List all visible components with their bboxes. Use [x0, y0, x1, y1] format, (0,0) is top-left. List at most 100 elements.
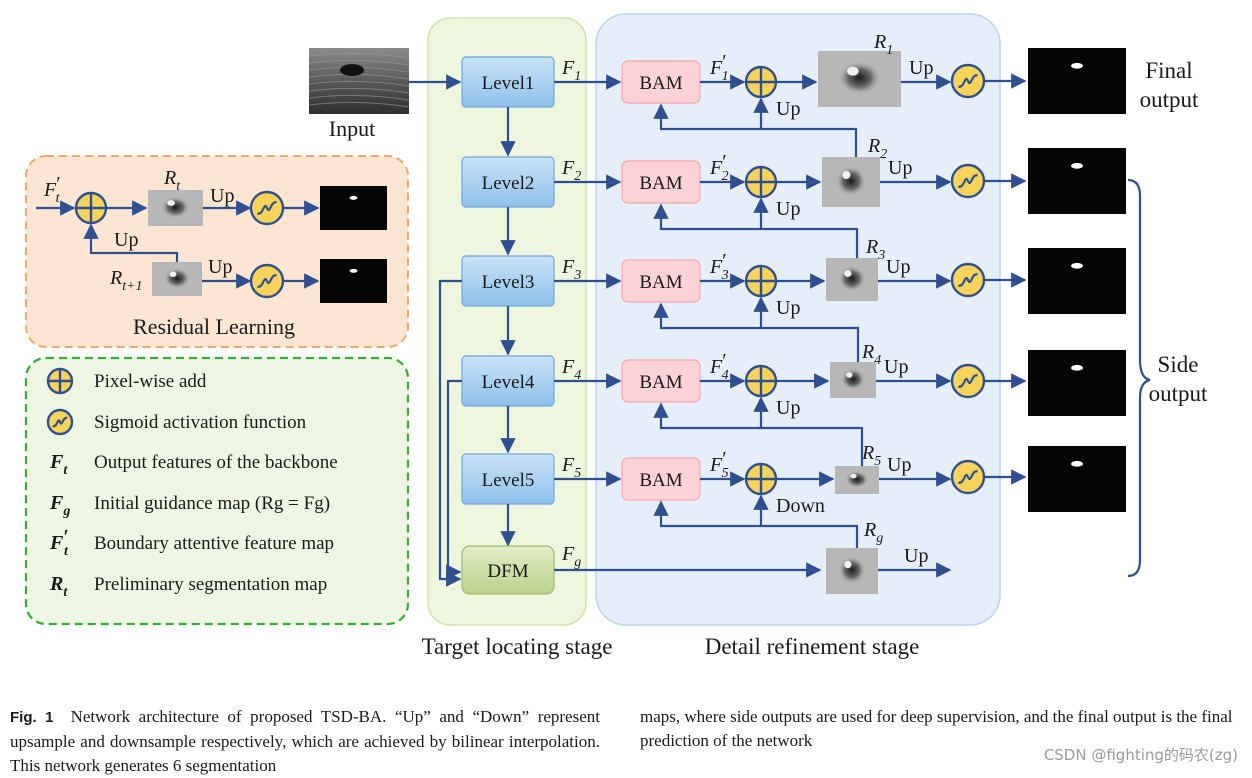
legend-symbol: Rt: [49, 573, 68, 600]
highlight: [846, 372, 853, 378]
side-output-label: Side: [1158, 352, 1199, 377]
feature-fprime2: F′2: [709, 151, 729, 184]
arrow-loop-bam: [653, 500, 859, 548]
watermark: CSDN @fighting的码农(zg): [1043, 744, 1238, 765]
level2-box-label: Level2: [482, 173, 535, 194]
sigmoid-curve: [257, 274, 277, 288]
plus-glyph: [746, 167, 776, 197]
legend-symbol: Fg: [49, 492, 70, 519]
lesion-blob: [837, 61, 882, 95]
arrow-loop-bam: [653, 302, 860, 362]
plus-glyph: [76, 193, 106, 223]
rmap5-label: R5: [861, 442, 881, 469]
plus-glyph: [746, 366, 776, 396]
legend-item-text: Sigmoid activation function: [94, 412, 307, 433]
feature-f4: F4: [561, 356, 581, 383]
caption-right: maps, where side outputs are used for de…: [640, 707, 1233, 750]
feature-f5: F5: [561, 454, 581, 481]
level3-box-label: Level3: [482, 272, 535, 293]
feature-f1: F1: [561, 57, 581, 84]
rmap4-label: R4: [861, 341, 881, 368]
feature-fprime5: F′5: [709, 448, 729, 481]
mask-blob: [1071, 460, 1083, 467]
legend-item-text: Output features of the backbone: [94, 452, 338, 473]
legend-item-text: Boundary attentive feature map: [94, 533, 334, 554]
texture-line: [308, 101, 410, 108]
dfm-box-label: DFM: [487, 561, 528, 582]
texture-line: [308, 59, 410, 66]
sigmoid-curve: [958, 174, 978, 188]
bam5-box-label: BAM: [639, 470, 682, 491]
mask1: [1028, 48, 1126, 114]
legend-symbol: F′t: [49, 526, 69, 559]
sigmoid-curve: [257, 201, 277, 215]
caption-left: Fig. 1 Network architecture of proposed …: [10, 705, 600, 778]
up-label: Up: [776, 98, 800, 120]
level5-box-label: Level5: [482, 470, 535, 491]
legend-item-text: Pixel-wise add: [94, 371, 207, 392]
up-label: Up: [888, 157, 912, 179]
residual-title: Residual Learning: [133, 314, 295, 339]
plus-glyph: [48, 369, 72, 393]
sigmoid-curve: [958, 374, 978, 388]
lesion-blob: [164, 268, 190, 289]
rmap2-label: R2: [867, 135, 887, 162]
up-label: Up: [208, 256, 232, 278]
arrow-loop-bam: [653, 103, 858, 157]
up-label: Up: [114, 229, 138, 251]
up-label: Up: [909, 57, 933, 79]
mask-blob: [349, 195, 358, 200]
mask-blob: [349, 268, 358, 273]
plus-glyph: [746, 67, 776, 97]
highlight: [169, 271, 177, 277]
sigmoid-curve: [52, 416, 68, 428]
res-mask1: [320, 186, 387, 230]
lesion-blob: [841, 368, 865, 391]
arrow-res-loop: [83, 223, 179, 262]
feature-f2: F2: [561, 157, 581, 184]
feature-fprime4: F′4: [709, 350, 729, 383]
lesion-blob: [838, 265, 866, 292]
mask-blob: [1071, 62, 1083, 69]
side-output-brace: [1127, 178, 1151, 578]
detail-stage-label: Detail refinement stage: [705, 634, 920, 659]
up-label: Up: [884, 356, 908, 378]
texture-line: [308, 52, 410, 59]
legend-item-text: Initial guidance map (Rg = Fg): [94, 493, 330, 514]
highlight: [844, 270, 852, 277]
final-output-label: output: [1140, 87, 1199, 112]
residual-fprime: F′t: [43, 173, 61, 206]
legend-item-text: Preliminary segmentation map: [94, 574, 327, 595]
arrow-level4-dfm: [446, 379, 462, 580]
highlight: [167, 200, 175, 206]
highlight: [842, 171, 851, 179]
side-output-label: output: [1149, 381, 1208, 406]
bam2-box-label: BAM: [639, 173, 682, 194]
plus-glyph: [746, 464, 776, 494]
lesion-blob: [845, 471, 869, 488]
arrow-loop-bam: [653, 203, 859, 258]
texture-line: [308, 80, 410, 87]
texture-line: [308, 94, 410, 101]
mask4: [1028, 350, 1126, 416]
target-stage-label: Target locating stage: [422, 634, 613, 659]
mask5: [1028, 446, 1126, 512]
feature-fprime1: F′1: [709, 51, 729, 84]
input-lesion: [340, 64, 364, 76]
res-mask2: [320, 259, 387, 303]
lesion-blob: [161, 196, 190, 219]
up-label: Up: [776, 198, 800, 220]
plus-glyph: [746, 266, 776, 296]
final-output-label: Final: [1145, 58, 1192, 83]
legend-panel: [24, 356, 410, 626]
bam4-box-label: BAM: [639, 372, 682, 393]
up-label: Up: [776, 397, 800, 419]
rmap1-label: R1: [873, 31, 893, 58]
up-label: Up: [887, 454, 911, 476]
network-diagram: InputLevel1Level2Level3Level4Level5DFMF1…: [24, 13, 1208, 659]
highlight: [850, 473, 857, 479]
legend-symbol: Ft: [49, 451, 68, 478]
texture-line: [308, 87, 410, 94]
rmap3-label: R3: [865, 236, 885, 263]
bam1-box-label: BAM: [639, 73, 682, 94]
